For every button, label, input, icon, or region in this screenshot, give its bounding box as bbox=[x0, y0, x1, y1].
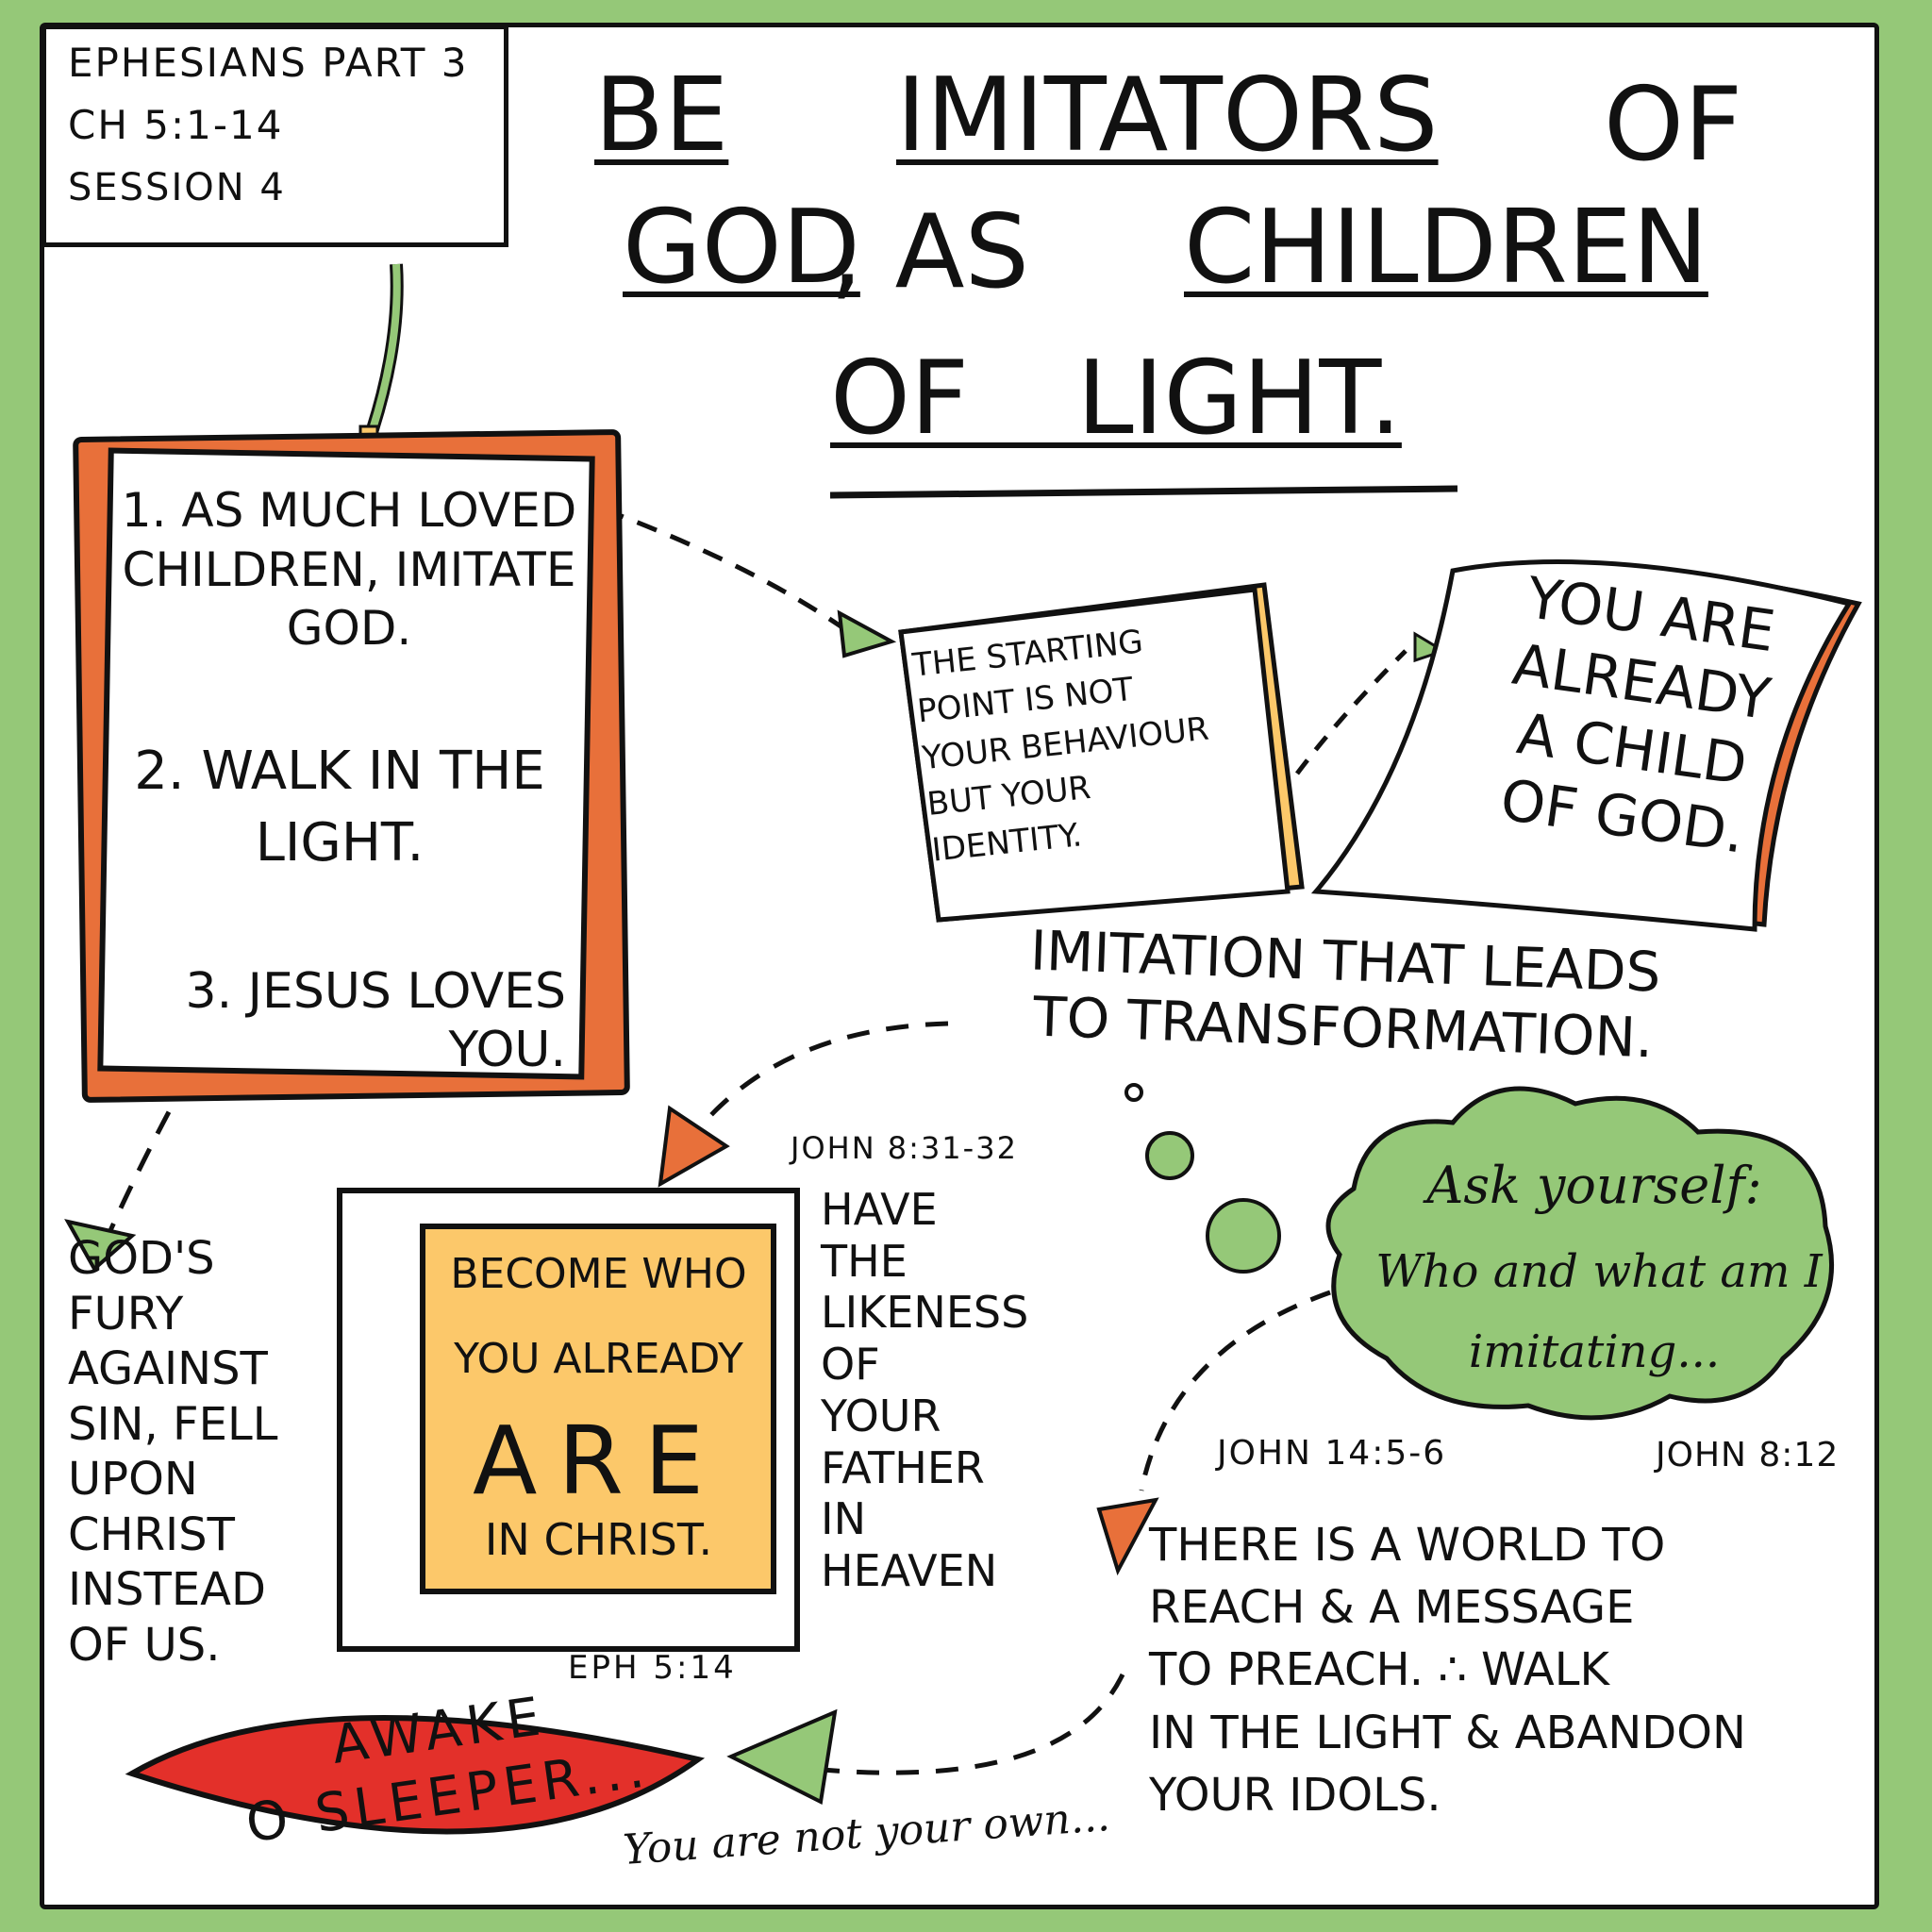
become-line3: IN CHRIST. bbox=[484, 1514, 713, 1565]
ref-john-8-31: JOHN 8:31-32 bbox=[791, 1130, 1018, 1166]
point-walk-in-light: 2. WALK IN THE LIGHT. bbox=[134, 741, 545, 874]
title-children: CHILDREN bbox=[1184, 189, 1708, 307]
session-tag bbox=[42, 25, 508, 247]
session-tag-line3: SESSION 4 bbox=[68, 166, 286, 209]
transformation-heading: IMITATION THAT LEADS TO TRANSFORMATION. bbox=[1028, 918, 1662, 1071]
title-of-light: OF LIGHT. bbox=[830, 340, 1402, 458]
session-tag-line2: CH 5:1-14 bbox=[68, 102, 284, 148]
title-as: , AS bbox=[830, 193, 1030, 311]
ref-eph-5-14: EPH 5:14 bbox=[568, 1649, 737, 1687]
world-message: THERE IS A WORLD TO REACH & A MESSAGE TO… bbox=[1149, 1519, 1746, 1822]
become-line2: YOU ALREADY bbox=[454, 1335, 743, 1383]
title-imitators: IMITATORS bbox=[896, 57, 1439, 175]
become-big-are: ARE bbox=[472, 1406, 725, 1516]
title-be: BE bbox=[594, 57, 729, 175]
likeness-text: HAVE THE LIKENESS OF YOUR FATHER IN HEAV… bbox=[821, 1184, 1029, 1597]
ref-john-14-5: JOHN 14:5-6 bbox=[1217, 1434, 1447, 1473]
ref-john-8-12: JOHN 8:12 bbox=[1656, 1436, 1840, 1474]
point-jesus-loves: 3. JESUS LOVES YOU. bbox=[185, 963, 566, 1079]
title-of: OF bbox=[1604, 66, 1743, 184]
ask-yourself-line1: Ask yourself: bbox=[1426, 1156, 1762, 1215]
starting-point-text: THE STARTING POINT IS NOT YOUR BEHAVIOUR… bbox=[910, 623, 1211, 870]
session-tag-line1: EPHESIANS PART 3 bbox=[68, 40, 469, 86]
ask-yourself-line3: imitating... bbox=[1468, 1325, 1721, 1378]
point-imitate-god: 1. AS MUCH LOVED CHILDREN, IMITATE GOD. bbox=[121, 483, 577, 656]
ask-yourself-line2: Who and what am I bbox=[1375, 1245, 1823, 1298]
gods-fury-text: GOD'S FURY AGAINST SIN, FELL UPON CHRIST… bbox=[68, 1232, 278, 1672]
title-god: GOD bbox=[623, 189, 860, 307]
already-child-text: YOU ARE ALREADY A CHILD OF GOD. bbox=[1496, 565, 1779, 867]
become-line1: BECOME WHO bbox=[450, 1250, 747, 1298]
